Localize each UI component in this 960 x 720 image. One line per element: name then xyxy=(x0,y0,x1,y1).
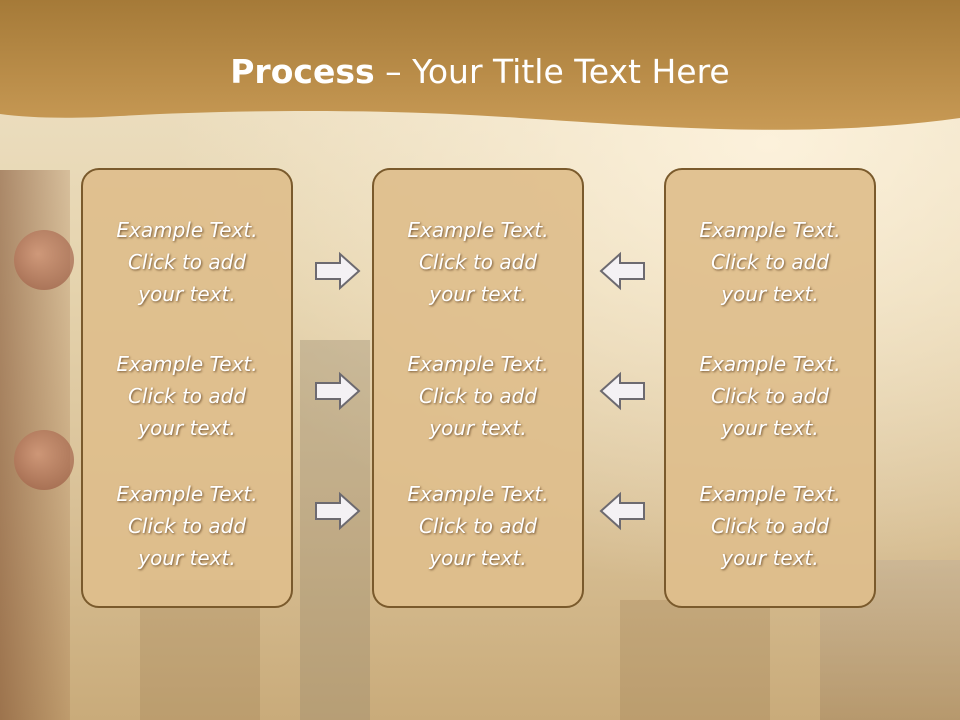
panel-text[interactable]: Example Text. Click to add your text. xyxy=(407,218,549,306)
panel-text[interactable]: Example Text. Click to add your text. xyxy=(407,482,549,570)
panel-text[interactable]: Example Text. Click to add your text. xyxy=(116,218,258,306)
panel-text[interactable]: Example Text. Click to add your text. xyxy=(699,352,841,440)
building-shape xyxy=(620,600,770,720)
panel-text[interactable]: Example Text. Click to add your text. xyxy=(116,482,258,570)
slide-title[interactable]: Process – Your Title Text Here xyxy=(0,52,960,91)
panel-text[interactable]: Example Text. Click to add your text. xyxy=(407,352,549,440)
process-panel-1[interactable]: Example Text. Click to add your text. Ex… xyxy=(81,168,293,608)
skyscraper-shape xyxy=(300,340,370,720)
banner-shape xyxy=(0,0,960,130)
panel-text[interactable]: Example Text. Click to add your text. xyxy=(699,218,841,306)
title-rest-part: – Your Title Text Here xyxy=(374,52,730,91)
panel-text[interactable]: Example Text. Click to add your text. xyxy=(699,482,841,570)
title-banner: Process – Your Title Text Here xyxy=(0,0,960,140)
process-panel-2[interactable]: Example Text. Click to add your text. Ex… xyxy=(372,168,584,608)
title-bold-part: Process xyxy=(230,52,375,91)
tower-sphere-shape xyxy=(14,430,74,490)
left-arrow-icon xyxy=(599,491,645,531)
left-arrow-icon xyxy=(599,371,645,411)
right-arrow-icon xyxy=(315,491,361,531)
right-arrow-icon xyxy=(315,371,361,411)
left-arrow-icon xyxy=(599,251,645,291)
tower-sphere-shape xyxy=(14,230,74,290)
panel-text[interactable]: Example Text. Click to add your text. xyxy=(116,352,258,440)
process-panel-3[interactable]: Example Text. Click to add your text. Ex… xyxy=(664,168,876,608)
right-arrow-icon xyxy=(315,251,361,291)
